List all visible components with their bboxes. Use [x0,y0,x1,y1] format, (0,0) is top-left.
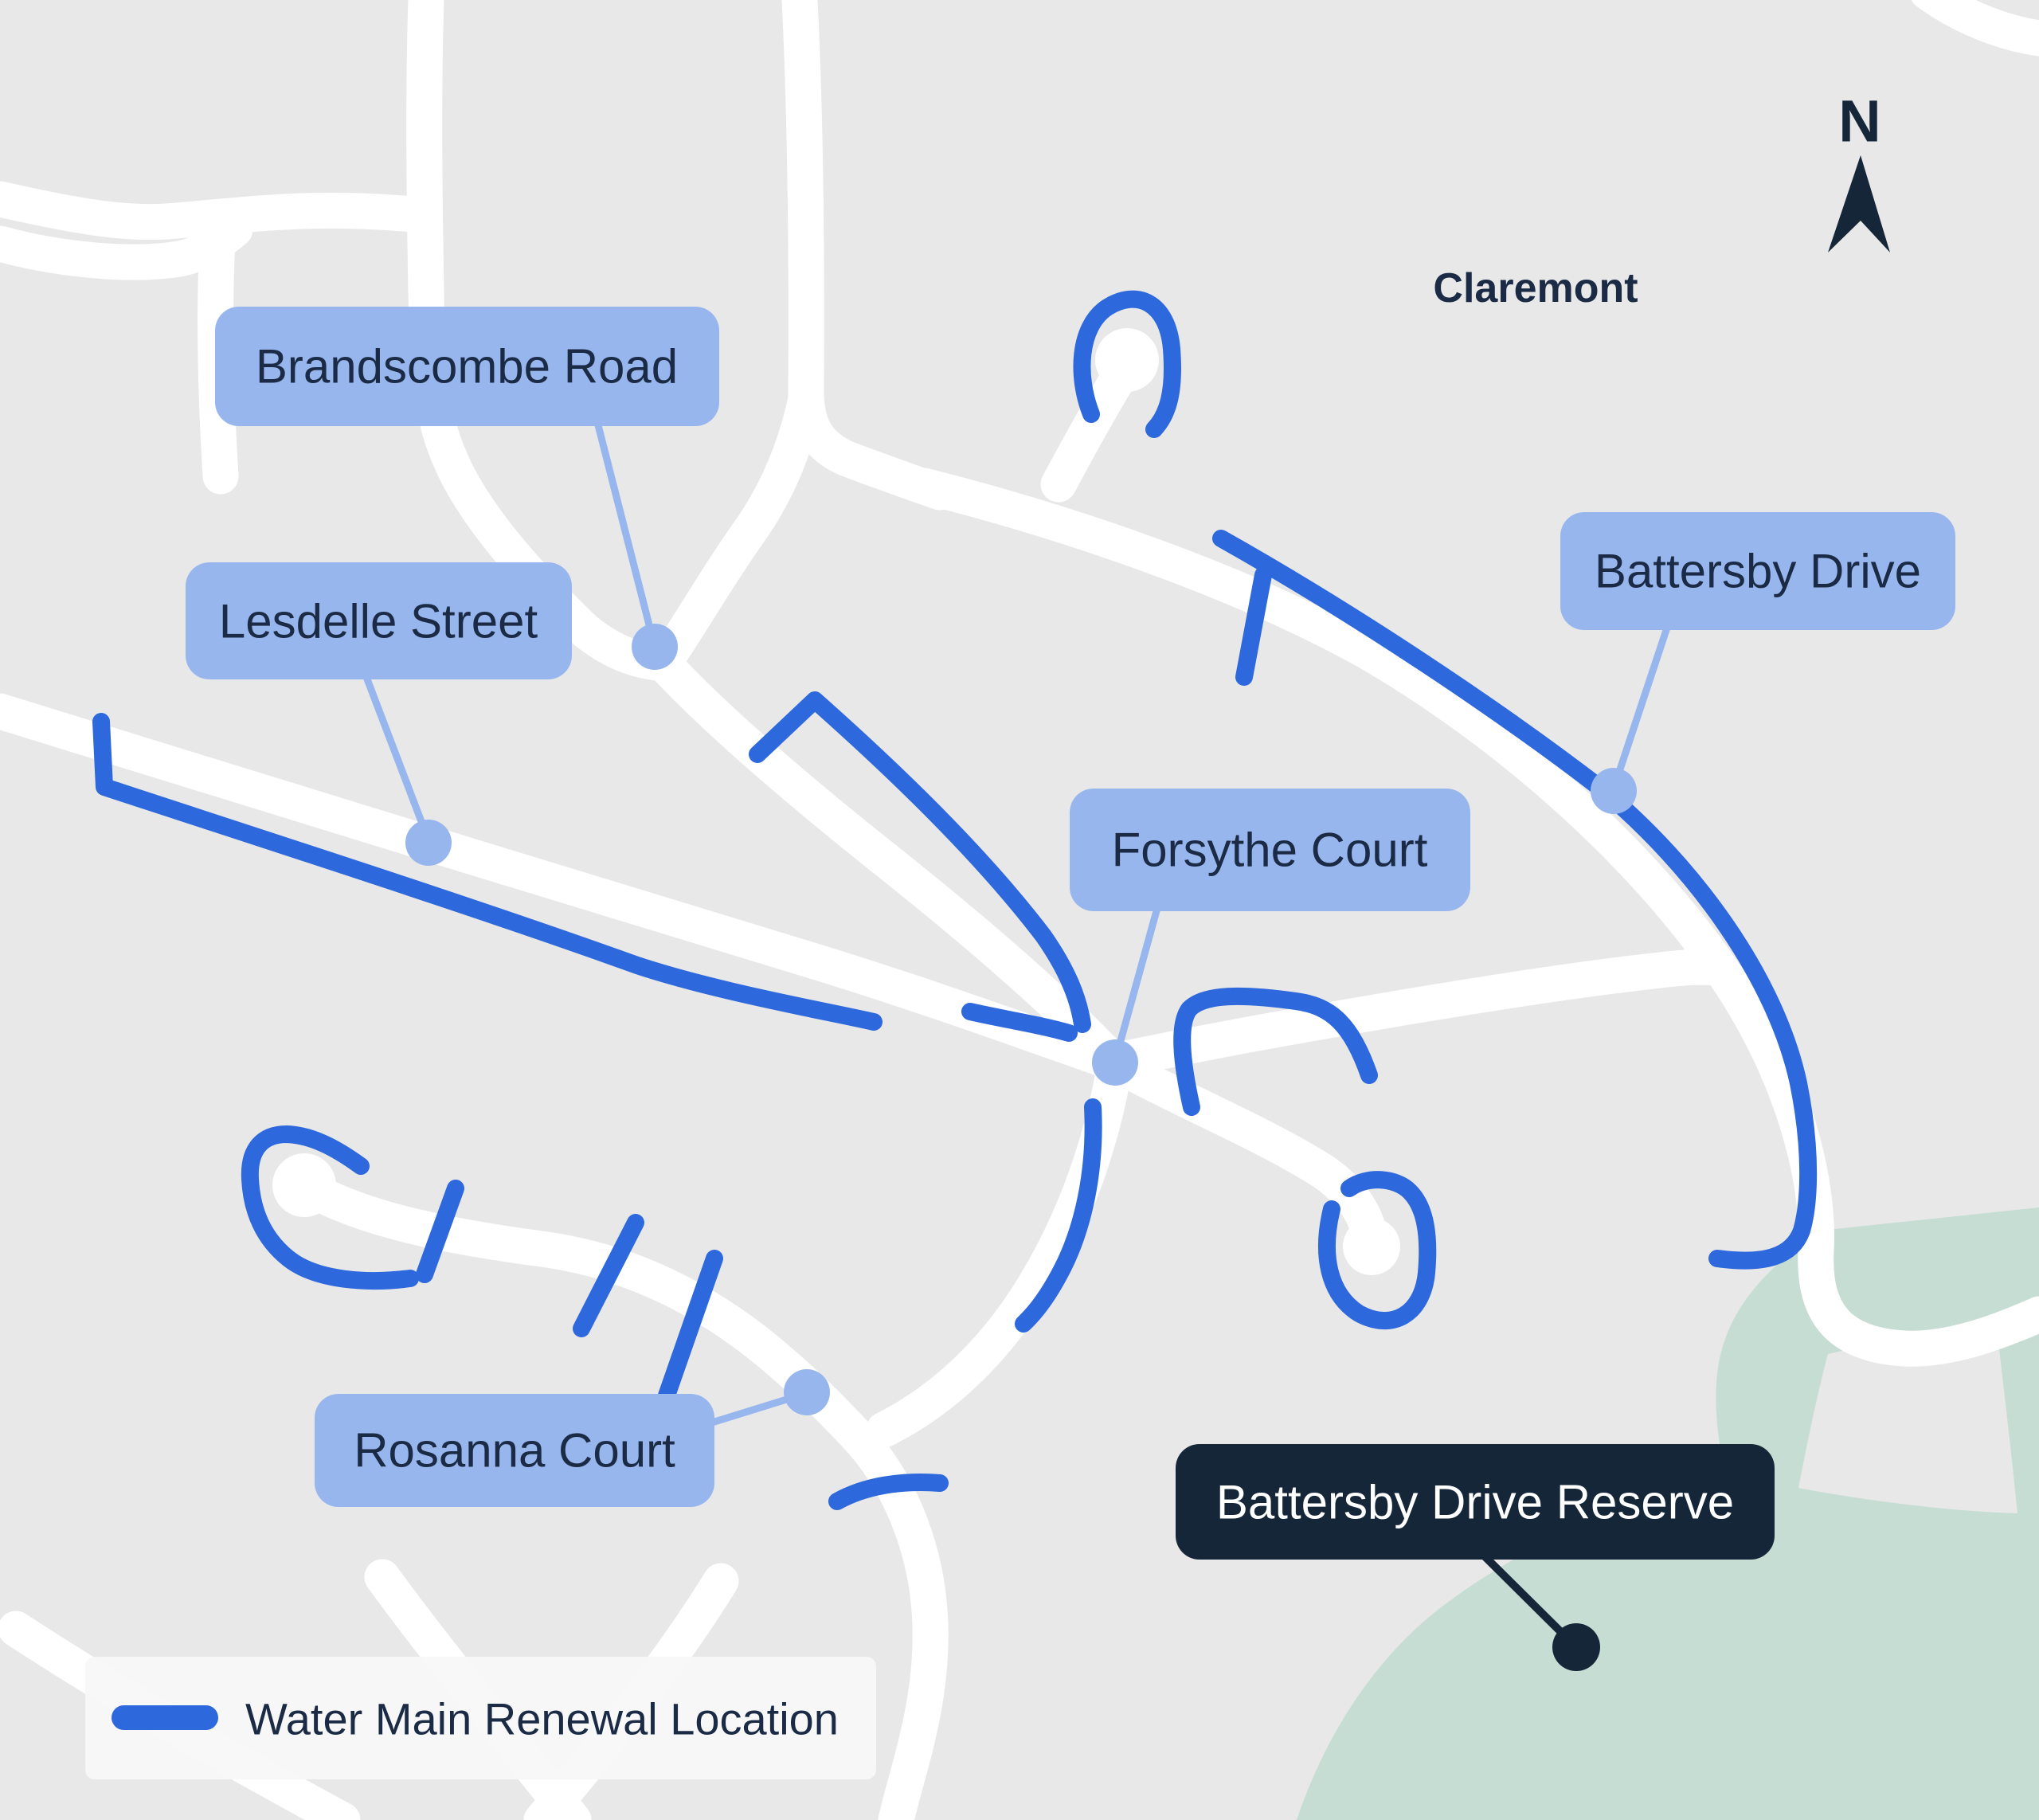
leader-battersby [1610,626,1671,790]
water-main-rosanna-tick [416,1180,464,1283]
road-central-diagonal [645,645,1133,1082]
dot-forsythe [1092,1039,1138,1086]
street-label-brandscombe: Brandscombe Road [215,307,719,426]
dot-battersby-reserve [1552,1623,1600,1671]
street-label-forsythe: Forsythe Court [1070,789,1470,911]
north-letter: N [1838,88,1880,155]
label-box [186,562,572,679]
north-compass: N [1828,88,1890,252]
label-text: Rosanna Court [354,1424,675,1478]
dot-lesdelle [405,820,452,866]
label-text: Lesdelle Street [219,595,538,648]
water-main-slash-west [573,1214,644,1337]
dot-brandscombe [632,624,678,670]
water-main-battersby-tick [1235,566,1272,686]
road-branch-junction [645,380,824,682]
area-label-battersby-reserve: Battersby Drive Reserve [1176,1444,1775,1560]
road-brandscombe-north [406,0,682,682]
road-top-right-corner [1911,0,2039,57]
label-text: Forsythe Court [1112,824,1428,877]
road-top-upper [0,181,443,241]
water-main-central-arc [1015,1098,1102,1333]
road-forsythe-northeast [1097,949,1735,1079]
water-main-central [749,691,1091,1033]
water-main-claremont-loop [1073,290,1182,438]
legend-line-swatch [112,1705,218,1730]
leader-brandscombe [593,421,659,648]
location-dots [405,624,1637,1671]
water-main-lesdelle-street [92,713,883,1031]
street-label-rosanna: Rosanna Court [315,1394,714,1507]
water-main-rosanna-hook [241,1125,419,1290]
label-text: Brandscombe Road [256,340,678,393]
water-main-forsythe-bracket [1173,987,1378,1116]
court-bulb-north [1095,328,1159,392]
water-main-battersby-drive [1212,530,1818,1270]
legend: Water Main Renewal Location [85,1657,876,1779]
label-box [215,307,719,426]
street-label-lesdelle: Lesdelle Street [186,562,572,679]
label-text: Battersby Drive Reserve [1216,1476,1734,1529]
legend-title: Water Main Renewal Location [245,1694,839,1744]
legend-box [85,1657,876,1779]
leader-forsythe [1111,906,1161,1063]
water-main-rosanna-east [828,1473,949,1510]
leader-lesdelle [362,675,432,842]
label-box [315,1394,714,1507]
label-text: Battersby Drive [1595,545,1921,598]
parkland-clearing [1798,1329,2017,1513]
north-arrow-icon [1828,155,1890,252]
water-main-short-segment [961,1003,1078,1042]
region-label-claremont: Claremont [1433,265,1638,311]
water-main-slash-east [658,1250,723,1404]
dot-battersby [1591,768,1637,814]
label-box [1070,789,1470,911]
court-bulb-forsythe [1343,1218,1400,1275]
road-court-bulb-stub [1097,1045,1390,1262]
label-box [1560,512,1955,630]
water-main-court-loop [1318,1171,1437,1329]
label-box [1176,1444,1775,1560]
label-leader-lines [362,421,1671,1650]
water-main-renewal-lines [92,290,1818,1510]
court-bulb-rosanna [272,1153,336,1217]
dot-rosanna [784,1369,830,1415]
street-label-battersby: Battersby Drive [1560,512,1955,630]
